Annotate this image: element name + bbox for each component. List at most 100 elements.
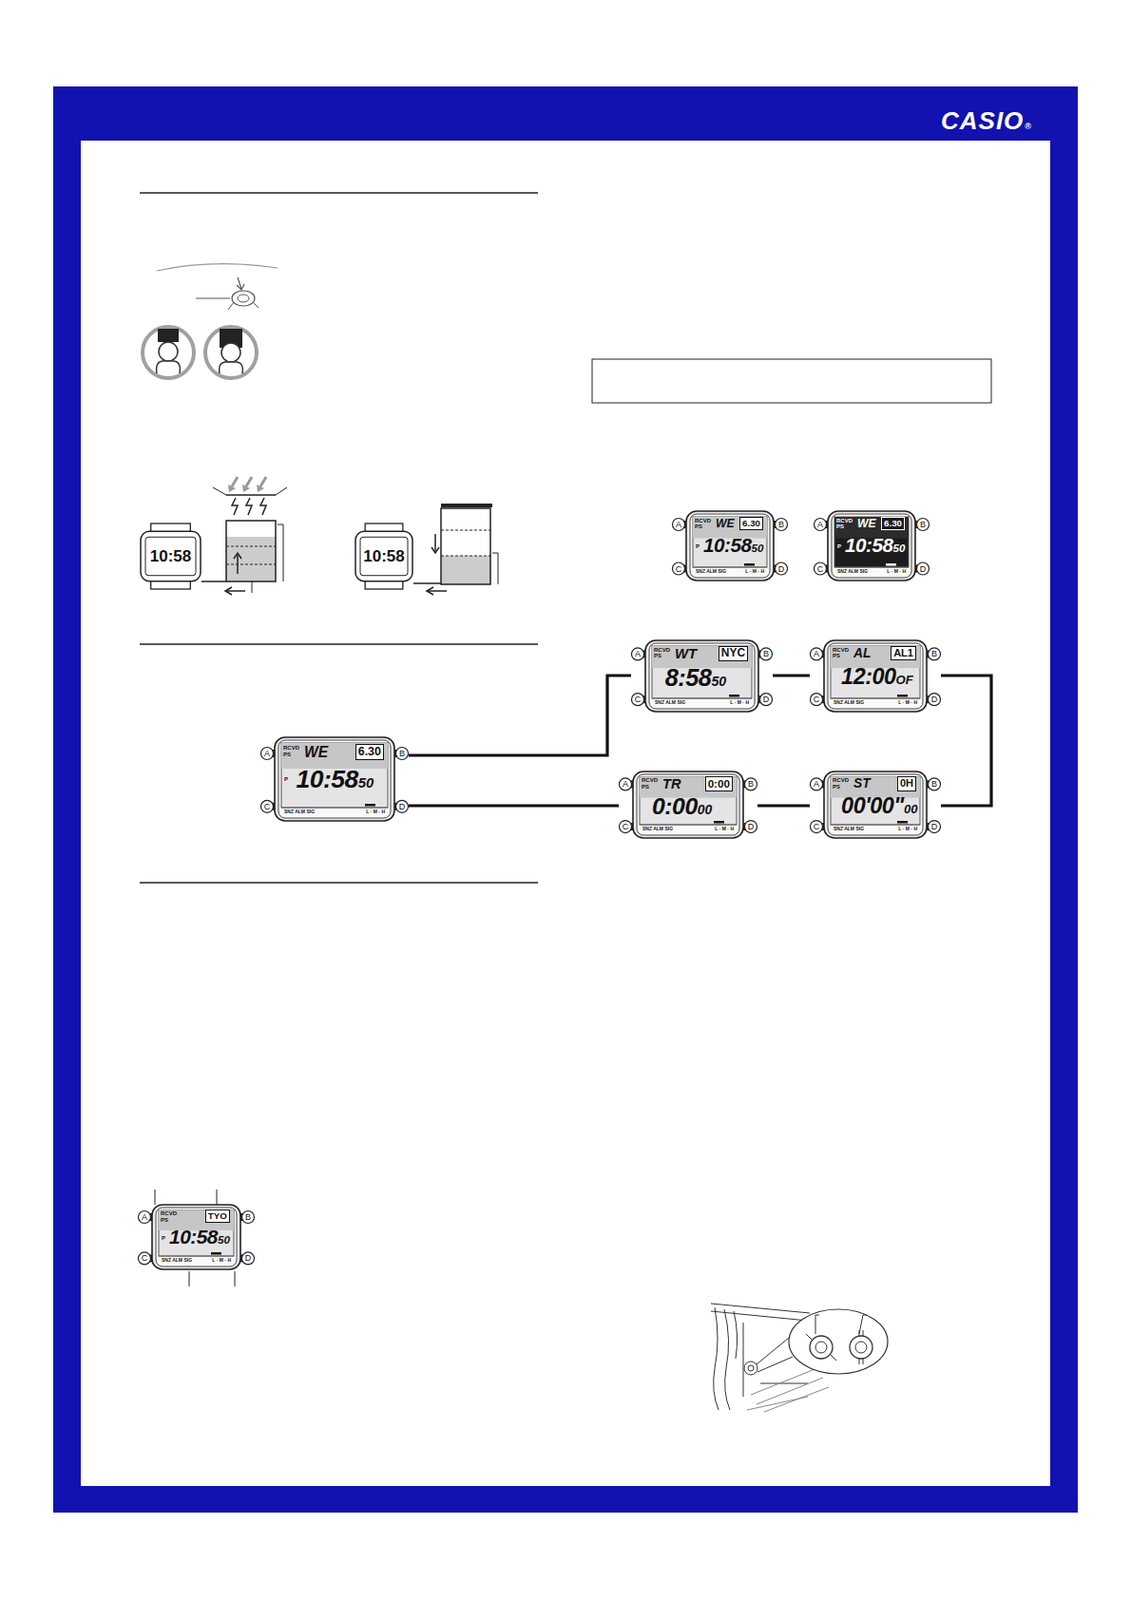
button-letter: A [814,518,826,531]
button-letter: C [810,693,823,706]
button-letter: A [261,747,273,760]
time-digits: 8:58 [665,666,712,691]
button-letter: SNZ ALM SIG [695,569,727,575]
time-digits: 10:58 [703,536,752,556]
button-letter: C [261,801,273,813]
button-letter: A [810,648,823,660]
indicator-text: RCVD PS [653,647,673,660]
time-row: 0:0000 [651,795,712,820]
button-letter: D [928,693,940,706]
button-letter: SNZ ALM SIG [654,700,686,706]
button-letter: D [242,1252,254,1265]
button-letter: B [775,518,787,531]
button-letter: B [928,778,940,790]
mode-connector [408,675,632,756]
warning-icons [142,326,257,379]
upper-display: 6.30 [739,517,764,531]
watch-display: 10:5850ABCDRCVD PSTYOPSNZ ALM SIGL · M ·… [137,1204,255,1271]
button-letter: D [928,821,940,833]
indicator-text: RCVD PS [832,647,852,660]
mode-connector [757,804,810,807]
button-letter: A [619,778,632,790]
brand-logo: CASIO [940,106,1024,136]
button-letter: SNZ ALM SIG [284,809,315,815]
mode-indicator: WT [674,647,697,662]
button-letter: A [632,648,644,660]
button-letter: SNZ ALM SIG [642,826,673,832]
button-letter: L · M · H [714,826,734,832]
button-letter: C [672,563,685,576]
window-illustration [710,1303,888,1413]
watch-display: 10:5850ABCDRCVD PSWE6.30PSNZ ALM SIGL · … [813,510,930,582]
button-letter: L · M · H [898,826,918,832]
button-letter: B [242,1211,254,1224]
indicator-text: RCVD PS [283,745,303,758]
button-letter: B [928,648,940,660]
button-letter: D [775,563,787,576]
upper-display: 0:00 [705,776,733,792]
indicator-text: RCVD PS [836,517,856,531]
button-letter: SNZ ALM SIG [161,1258,192,1264]
lcd-digits: 10:58 [139,548,202,565]
note-box [592,359,992,403]
seconds-digits: 50 [893,543,906,556]
button-letter: L · M · H [211,1258,231,1264]
time-digits: 00'00" [841,795,904,818]
seconds-digits: 50 [751,543,765,556]
button-letter: D [745,821,757,833]
button-letter: B [760,648,772,660]
watch-display: 8:5850 A B C D RCVD PSWT NYC SNZ ALM SIG L · M ·… [631,639,773,713]
watch-display: 0:0000ABCDRCVD PSTR0:00SNZ ALM SIGL · M … [618,770,758,840]
watch-icon: 10:58 [354,523,414,590]
button-letter: L · M · H [886,569,906,575]
watch-display: 00'00"00ABCDRCVD PSST0HSNZ ALM SIGL · M … [809,770,941,840]
registered-mark: ® [1024,121,1032,132]
button-letter: D [396,801,408,813]
charging-diagram [201,477,499,595]
time-row: 8:5850 [665,666,727,691]
time-digits: 10:58 [169,1227,218,1248]
indicator-text: RCVD PS [160,1210,180,1224]
button-letter: B [396,747,408,760]
button-letter: L · M · H [745,569,765,575]
upper-display: TYO [205,1209,231,1224]
seconds-digits: 50 [358,776,374,791]
button-letter: C [619,821,632,833]
time-row: 10:5850 [169,1227,231,1248]
button-letter: L · M · H [898,700,918,706]
upper-display: NYC [718,646,748,662]
watch-display: 12:00OFABCDRCVD PSALAL1SNZ ALM SIGL · M … [809,639,941,713]
mode-indicator: WE [304,745,328,761]
button-letter: C [810,821,823,833]
button-letter: D [917,563,929,576]
pm-indicator: P [284,776,288,783]
upper-display: 6.30 [881,517,905,531]
time-digits: 10:58 [295,766,358,793]
seconds-digits: 00 [697,804,712,818]
button-letter: SNZ ALM SIG [837,569,868,575]
seconds-digits: 50 [710,674,727,689]
mode-indicator: WE [715,517,735,530]
button-letter: L · M · H [729,700,749,706]
indicator-text: RCVD PS [694,517,714,531]
button-letter: L · M · H [365,809,385,815]
button-letter: SNZ ALM SIG [833,826,864,832]
button-letter: SNZ ALM SIG [833,700,864,706]
time-digits: 0:00 [651,795,698,820]
button-letter: C [814,563,826,576]
button-letter: A [810,778,823,790]
button-letter: C [632,693,644,706]
pm-indicator: P [837,543,842,550]
time-row: 10:5850 [295,766,374,793]
indicator-text: RCVD PS [641,777,661,790]
button-letter: B [745,778,757,790]
time-row: 10:5850 [703,536,764,556]
mode-connector [408,804,619,807]
mode-connector [940,675,992,806]
button-letter: A [672,518,685,531]
button-letter: D [760,693,772,706]
time-row: 12:00OF [841,666,914,689]
watch-display: 10:5850ABCDRCVD PSWE6.30PSNZ ALM SIGL · … [671,510,788,582]
